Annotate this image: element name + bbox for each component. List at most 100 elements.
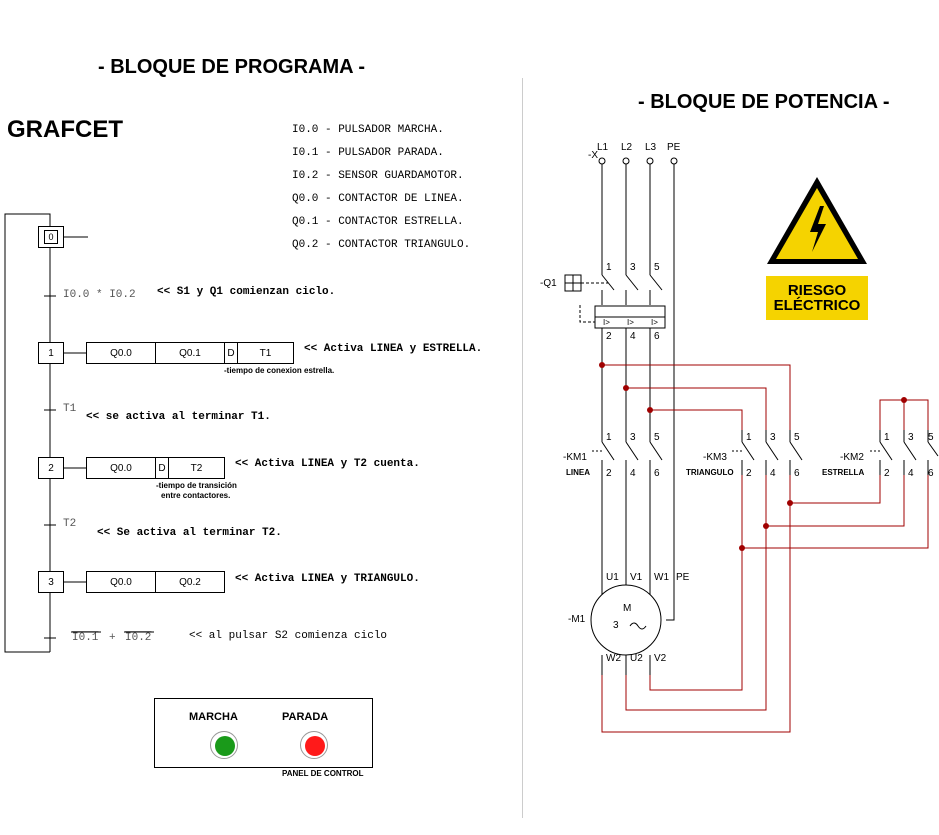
contactor-km3-name: TRIANGULO [686,468,734,477]
km1-terminal: 3 [630,432,636,443]
step-1-comment: << Activa LINEA y ESTRELLA. [304,343,483,355]
step-2-comment: << Activa LINEA y T2 cuenta. [235,458,420,470]
km1-terminal: 6 [654,468,660,479]
motor-terminal: V1 [630,572,643,583]
io-legend: I0.0 - PULSADOR MARCHA. I0.1 - PULSADOR … [292,124,470,262]
transition-2-condition: T2 [63,518,77,530]
motor-terminal: W2 [606,653,621,664]
phase-l1: L1 [597,142,609,153]
grafcet-step-3: 3 [38,571,64,593]
motor-terminal: PE [676,572,690,583]
step-number: 0 [44,230,58,244]
transition-3-or: + [109,632,116,644]
transition-2-comment: << Se activa al terminar T2. [97,527,282,539]
motor-terminal: U2 [630,653,643,664]
km1-terminal: 4 [630,468,636,479]
motor-3phase: 3 [613,620,619,631]
action-q01: Q0.1 [155,342,225,364]
warning-line-1: RIESGO [787,282,847,299]
grafcet-links [4,213,154,653]
transition-1-comment: << se activa al terminar T1. [86,411,271,423]
phase-l3: L3 [645,142,657,153]
transition-1-condition: T1 [63,403,77,415]
transition-3-condition-b: I0.2 [125,632,152,644]
step-1-note: -tiempo de conexion estrella. [224,366,335,375]
grafcet-title: GRAFCET [7,116,123,143]
phase-l2: L2 [621,142,633,153]
terminal-x-label: -X [588,150,598,161]
marcha-lamp [215,736,235,756]
km2-terminal: 5 [928,432,934,443]
marcha-label: MARCHA [189,711,238,723]
breaker-q1-label: -Q1 [540,278,557,289]
km1-terminal: 5 [654,432,660,443]
legend-line: Q0.0 - CONTACTOR DE LINEA. [292,193,464,205]
q1-trip: I> [651,318,658,327]
q1-terminal: 1 [606,262,612,273]
action-q00: Q0.0 [86,342,156,364]
q1-terminal: 6 [654,331,660,342]
parada-lamp [305,736,325,756]
motor-terminal: U1 [606,572,619,583]
km1-terminal: 2 [606,468,612,479]
step-2-note-1: -tiempo de transición [156,481,237,490]
km3-terminal: 4 [770,468,776,479]
contactor-km1-label: -KM1 [563,452,587,463]
transition-0-comment: << S1 y Q1 comienzan ciclo. [157,286,336,298]
phase-pe: PE [667,142,681,153]
km3-terminal: 2 [746,468,752,479]
km2-terminal: 6 [928,468,934,479]
q1-terminal: 5 [654,262,660,273]
km1-terminal: 1 [606,432,612,443]
q1-terminal: 3 [630,262,636,273]
parada-label: PARADA [282,711,329,723]
km2-terminal: 3 [908,432,914,443]
step-2-note-2: entre contactores. [161,491,231,500]
contactor-km3-label: -KM3 [703,452,727,463]
step-3-comment: << Activa LINEA y TRIANGULO. [235,573,420,585]
power-block-title: - BLOQUE DE POTENCIA - [638,91,890,113]
km2-terminal: 2 [884,468,890,479]
legend-line: Q0.2 - CONTACTOR TRIANGULO. [292,239,471,251]
legend-line: I0.1 - PULSADOR PARADA. [292,147,444,159]
legend-line: Q0.1 - CONTACTOR ESTRELLA. [292,216,464,228]
contactor-km1-name: LINEA [566,468,590,477]
km2-terminal: 4 [908,468,914,479]
km3-terminal: 6 [794,468,800,479]
km2-terminal: 1 [884,432,890,443]
control-panel: MARCHA PARADA [154,698,373,768]
contactor-km2-name: ESTRELLA [822,468,865,477]
action-q02: Q0.2 [155,571,225,593]
action-delay: D [224,342,238,364]
motor-terminal: W1 [654,572,669,583]
grafcet-step-1: 1 [38,342,64,364]
action-timer-t2: T2 [168,457,225,479]
power-circuit [564,157,939,733]
motor-terminal: V2 [654,653,667,664]
warning-label: RIESGO ELÉCTRICO [766,276,868,320]
transition-3-comment: << al pulsar S2 comienza ciclo [189,630,388,642]
km3-terminal: 1 [746,432,752,443]
motor-label: -M1 [568,614,586,625]
q1-trip: I> [603,318,610,327]
marcha-button[interactable] [210,731,238,759]
motor-m: M [623,603,632,614]
km3-terminal: 3 [770,432,776,443]
contactor-km2-label: -KM2 [840,452,864,463]
action-q00: Q0.0 [86,457,156,479]
action-q00: Q0.0 [86,571,156,593]
action-timer-t1: T1 [237,342,294,364]
grafcet-step-0: 0 [38,226,64,248]
transition-3-condition-a: I0.1 [72,632,99,644]
parada-button[interactable] [300,731,328,759]
control-panel-title: PANEL DE CONTROL [282,769,364,778]
warning-line-2: ELÉCTRICO [773,297,861,314]
legend-line: I0.0 - PULSADOR MARCHA. [292,124,444,136]
km3-terminal: 5 [794,432,800,443]
high-voltage-warning-icon [767,177,867,264]
action-delay: D [155,457,169,479]
transition-0-condition: I0.0 * I0.2 [63,289,136,301]
program-block-title: - BLOQUE DE PROGRAMA - [98,56,366,78]
q1-terminal: 2 [606,331,612,342]
q1-trip: I> [627,318,634,327]
